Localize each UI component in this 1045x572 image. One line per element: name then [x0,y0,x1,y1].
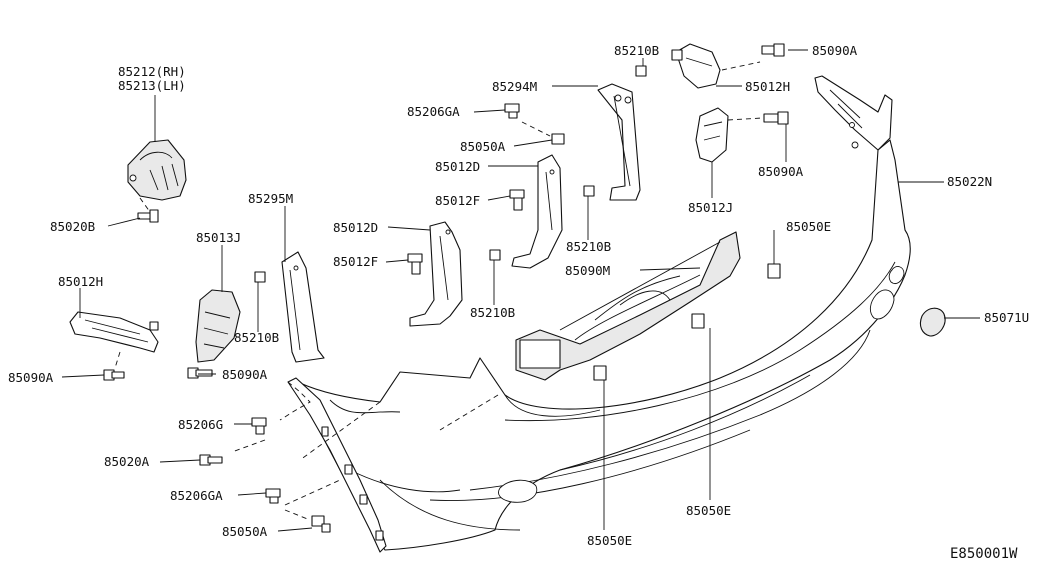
label-85012d-lower: 85012D [333,220,378,235]
label-85090a-right: 85090A [758,164,804,179]
label-85213-lh: 85213(LH) [118,78,186,93]
clip-85050e-left [593,365,607,381]
label-85050e-right: 85050E [786,219,831,234]
screw-85020b [137,209,159,223]
bumper-reinforcement-85090m [515,231,741,381]
bolt-85090a-mid [187,367,213,379]
clip-85206ga-top [504,103,520,119]
label-85210b-top: 85210B [614,43,659,58]
bracket-85294m [597,83,641,201]
label-85020b: 85020B [50,219,95,234]
bracket-85295m [281,251,325,363]
label-85012f-upper: 85012F [435,193,480,208]
label-85090m: 85090M [565,263,610,278]
label-85012h-top: 85012H [745,79,790,94]
bolt-85090a-right [763,111,789,125]
side-marker-lamp [127,139,187,201]
clip-85206ga-bottom [265,488,281,504]
nut-85210b-upper [583,185,595,197]
cover-cap-85071u [919,307,946,337]
nut-85210b-mid [489,249,501,261]
label-85050a-bottom: 85050A [222,524,268,539]
label-85206ga-top: 85206GA [407,104,460,119]
label-85295m: 85295M [248,191,293,206]
label-85022n: 85022N [947,174,992,189]
label-85020a: 85020A [104,454,150,469]
bracket-85013j [195,289,241,363]
leader-lines [61,49,980,532]
label-85210b-upper: 85210B [566,239,611,254]
screw-85050a-bottom [311,515,331,533]
bracket-85012d-upper [511,154,563,269]
label-85013j: 85013J [196,230,241,245]
label-85090a-left: 85090A [8,370,54,385]
bracket-85012j [695,107,729,163]
screw-85020a [199,454,223,466]
diagram-id: E850001W [950,546,1018,562]
label-85050a-top: 85050A [460,139,506,154]
label-85012f-lower: 85012F [333,254,378,269]
clip-85050e-right [767,263,781,279]
bolt-85090a-top [761,43,785,57]
label-85090a-top: 85090A [812,43,858,58]
nut-85210b-top [635,65,647,77]
label-85212-rh: 85212(RH) [118,64,186,79]
label-85210b-left: 85210B [234,330,279,345]
bumper-side-wing [287,377,387,553]
label-85071u: 85071U [984,310,1029,325]
clip-85012f-upper [509,189,525,211]
label-85210b-mid: 85210B [470,305,515,320]
bracket-85012d-lower [409,221,463,327]
label-85050e-bottom-left: 85050E [587,533,632,548]
clip-85050e-mid [691,313,705,329]
bracket-85012h-left [69,311,159,353]
screw-85050a-top [551,133,565,145]
label-85050e-bottom-right: 85050E [686,503,731,518]
label-85206g: 85206G [178,417,223,432]
label-85012h-left: 85012H [58,274,103,289]
bolt-85090a-left [103,369,125,381]
nut-85210b-left [254,271,266,283]
label-85012j: 85012J [688,200,733,215]
label-85012d-upper: 85012D [435,159,480,174]
label-85294m: 85294M [492,79,537,94]
clip-85012f-lower [407,253,423,275]
clip-85206g [251,417,267,435]
label-85090a-mid: 85090A [222,367,268,382]
bumper-fascia [297,75,911,551]
label-85206ga-bottom: 85206GA [170,488,223,503]
bracket-85012h-top [671,43,721,89]
